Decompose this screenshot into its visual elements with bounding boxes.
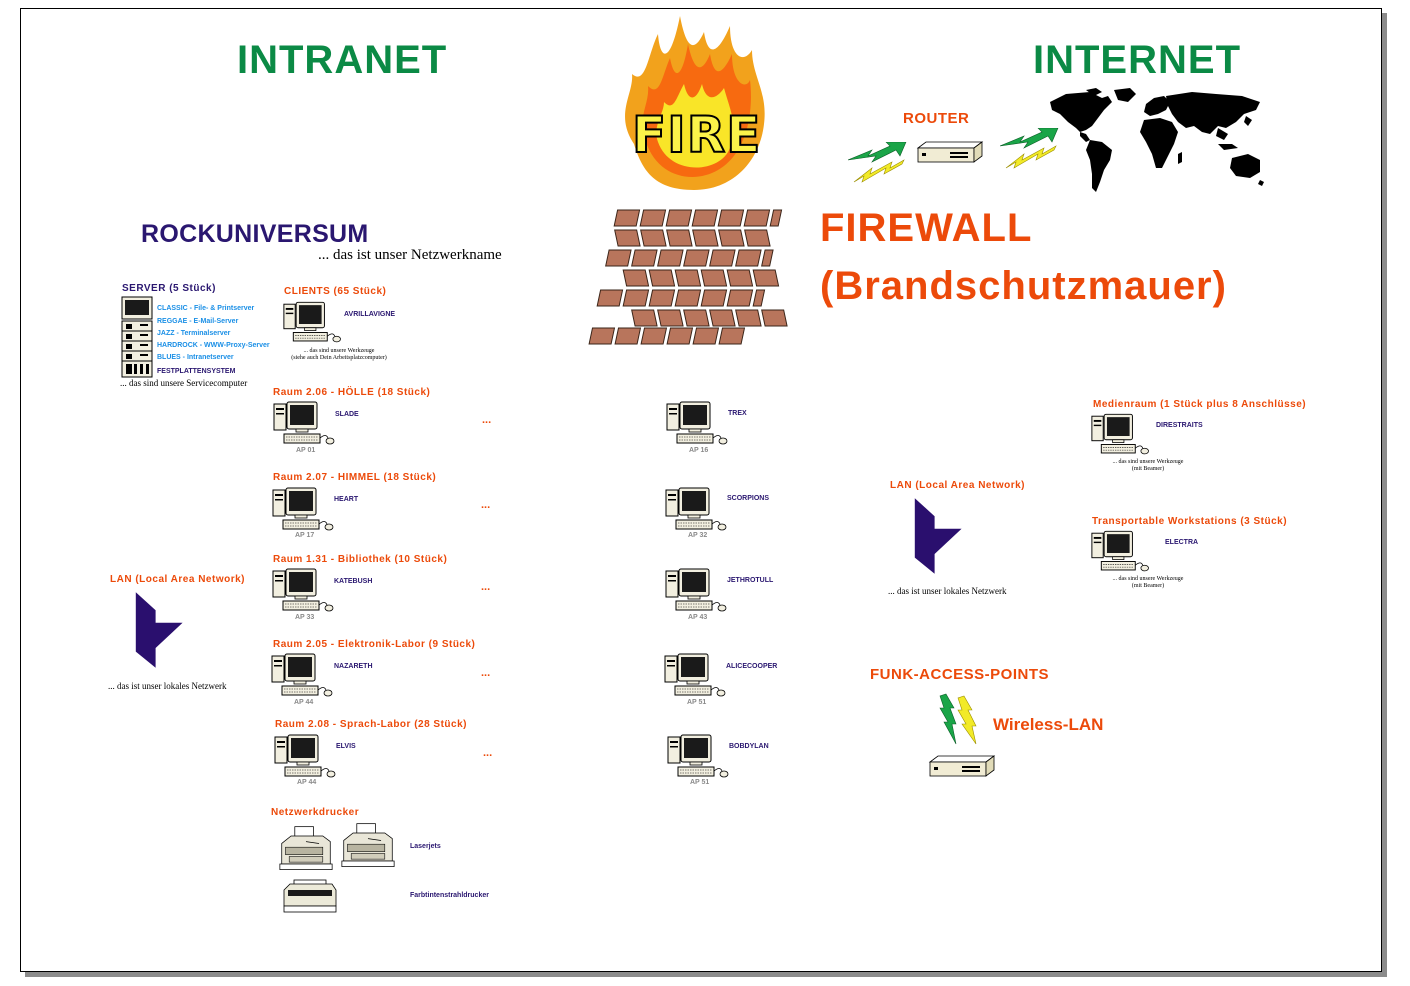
room-title: Raum 2.06 - HÖLLE (18 Stück) (273, 387, 431, 398)
media-room-caption-line: ... das sind unsere Werkzeuge (1112, 459, 1184, 465)
room-last-pc: TREX (728, 410, 747, 417)
computer-icon (665, 568, 727, 612)
room-last-pc: BOBDYLAN (729, 743, 769, 750)
laserjets-label: Laserjets (410, 843, 441, 850)
lan-right-title: LAN (Local Area Network) (890, 480, 1025, 491)
firewall-subtitle: (Brandschutzmauer) (820, 264, 1227, 308)
lan-right-caption: ... das ist unser lokales Netzwerk (888, 586, 1007, 596)
computer-icon (1091, 530, 1149, 572)
room-last-ap: AP 51 (687, 699, 707, 706)
clients-caption-line: ... das sind unsere Werkzeuge (303, 348, 375, 354)
laser-printer-icon (279, 826, 333, 870)
lightning-icon (939, 693, 977, 745)
room-ellipsis: ... (481, 499, 491, 511)
room-last-pc: SCORPIONS (727, 495, 770, 502)
room-ellipsis: ... (481, 667, 491, 679)
media-room-caption: ... das sind unsere Werkzeuge (mit Beame… (1098, 459, 1198, 473)
media-room-caption-line: (mit Beamer) (1131, 466, 1165, 472)
media-room-title: Medienraum (1 Stück plus 8 Anschlüsse) (1093, 399, 1307, 410)
room-first-ap: AP 01 (296, 447, 316, 454)
room-ellipsis: ... (482, 414, 492, 426)
computer-icon (272, 487, 334, 531)
lan-symbol-icon (914, 498, 962, 574)
lan-left-caption: ... das ist unser lokales Netzwerk (108, 681, 227, 691)
room-ellipsis: ... (483, 747, 493, 759)
room-last-pc: JETHROTULL (727, 577, 774, 584)
computer-icon (664, 653, 726, 697)
room-last-ap: AP 16 (689, 447, 709, 454)
computer-icon (274, 734, 336, 778)
lightning-icon (848, 142, 907, 183)
servers-caption: ... das sind unsere Servicecomputer (120, 378, 248, 388)
clients-caption: ... das sind unsere Werkzeuge (siehe auc… (284, 348, 394, 362)
access-point-icon (929, 755, 995, 777)
room-last-ap: AP 32 (688, 532, 708, 539)
computer-icon (272, 568, 334, 612)
room-ellipsis: ... (481, 581, 491, 593)
inkjet-label: Farbtintenstrahldrucker (410, 892, 489, 899)
computer-icon (271, 653, 333, 697)
computer-icon (1091, 413, 1149, 455)
computer-icon (666, 401, 728, 445)
internet-heading: INTERNET (1033, 38, 1241, 82)
computer-icon (667, 734, 729, 778)
client-name: AVRILLAVIGNE (344, 311, 396, 318)
room-first-pc: NAZARETH (334, 663, 373, 670)
intranet-heading: INTRANET (237, 38, 448, 82)
room-last-pc: ALICECOOPER (726, 663, 778, 670)
server-item: HARDROCK - WWW-Proxy-Server (157, 342, 270, 349)
server-item: REGGAE - E-Mail-Server (157, 318, 239, 325)
room-title: Raum 2.07 - HIMMEL (18 Stück) (273, 472, 437, 483)
room-title: Raum 2.05 - Elektronik-Labor (9 Stück) (273, 639, 476, 650)
firewall-title: FIREWALL (820, 206, 1033, 250)
room-last-ap: AP 51 (690, 779, 710, 786)
router-label: ROUTER (903, 110, 970, 127)
media-room-pc: DIRESTRAITS (1156, 422, 1203, 429)
server-item: CLASSIC - File- & Printserver (157, 305, 255, 312)
brick-wall-icon (588, 209, 788, 345)
computer-icon (283, 301, 341, 343)
server-item: JAZZ - Terminalserver (157, 330, 231, 337)
room-first-ap: AP 33 (295, 614, 315, 621)
network-name-caption: ... das ist unser Netzwerkname (318, 247, 502, 263)
room-first-ap: AP 17 (295, 532, 315, 539)
network-name: ROCKUNIVERSUM (141, 220, 369, 248)
room-first-pc: ELVIS (336, 743, 356, 750)
server-rack-icon (121, 296, 153, 378)
world-map-icon (1050, 88, 1264, 192)
server-item: BLUES - Intranetserver (157, 354, 234, 361)
router-icon (917, 141, 983, 163)
fire-icon: FIRE (614, 14, 770, 194)
computer-icon (665, 487, 727, 531)
wireless-label: Wireless-LAN (993, 715, 1104, 734)
room-first-ap: AP 44 (294, 699, 314, 706)
computer-icon (273, 401, 335, 445)
room-first-ap: AP 44 (297, 779, 317, 786)
fire-label: FIRE (631, 105, 762, 165)
portable-caption-line: ... das sind unsere Werkzeuge (1112, 576, 1184, 582)
portable-pc: ELECTRA (1165, 539, 1199, 546)
room-first-pc: KATEBUSH (334, 578, 373, 585)
room-title: Raum 1.31 - Bibliothek (10 Stück) (273, 554, 448, 565)
storage-label: FESTPLATTENSYSTEM (157, 368, 236, 375)
clients-title: CLIENTS (65 Stück) (284, 286, 387, 297)
room-last-ap: AP 43 (688, 614, 708, 621)
room-first-pc: SLADE (335, 411, 359, 418)
clients-caption-line: (siehe auch Dein Arbeitsplatzcomputer) (291, 355, 387, 361)
portable-title: Transportable Workstations (3 Stück) (1092, 516, 1288, 527)
servers-title: SERVER (5 Stück) (122, 283, 216, 294)
portable-caption: ... das sind unsere Werkzeuge (mit Beame… (1098, 576, 1198, 590)
lan-left-title: LAN (Local Area Network) (110, 574, 245, 585)
room-title: Raum 2.08 - Sprach-Labor (28 Stück) (275, 719, 467, 730)
printers-title: Netzwerkdrucker (271, 807, 360, 818)
wireless-title: FUNK-ACCESS-POINTS (870, 666, 1050, 683)
lan-symbol-icon (135, 592, 183, 668)
inkjet-printer-icon (283, 879, 337, 913)
room-first-pc: HEART (334, 496, 359, 503)
laser-printer-icon (341, 823, 395, 867)
portable-caption-line: (mit Beamer) (1131, 583, 1165, 589)
